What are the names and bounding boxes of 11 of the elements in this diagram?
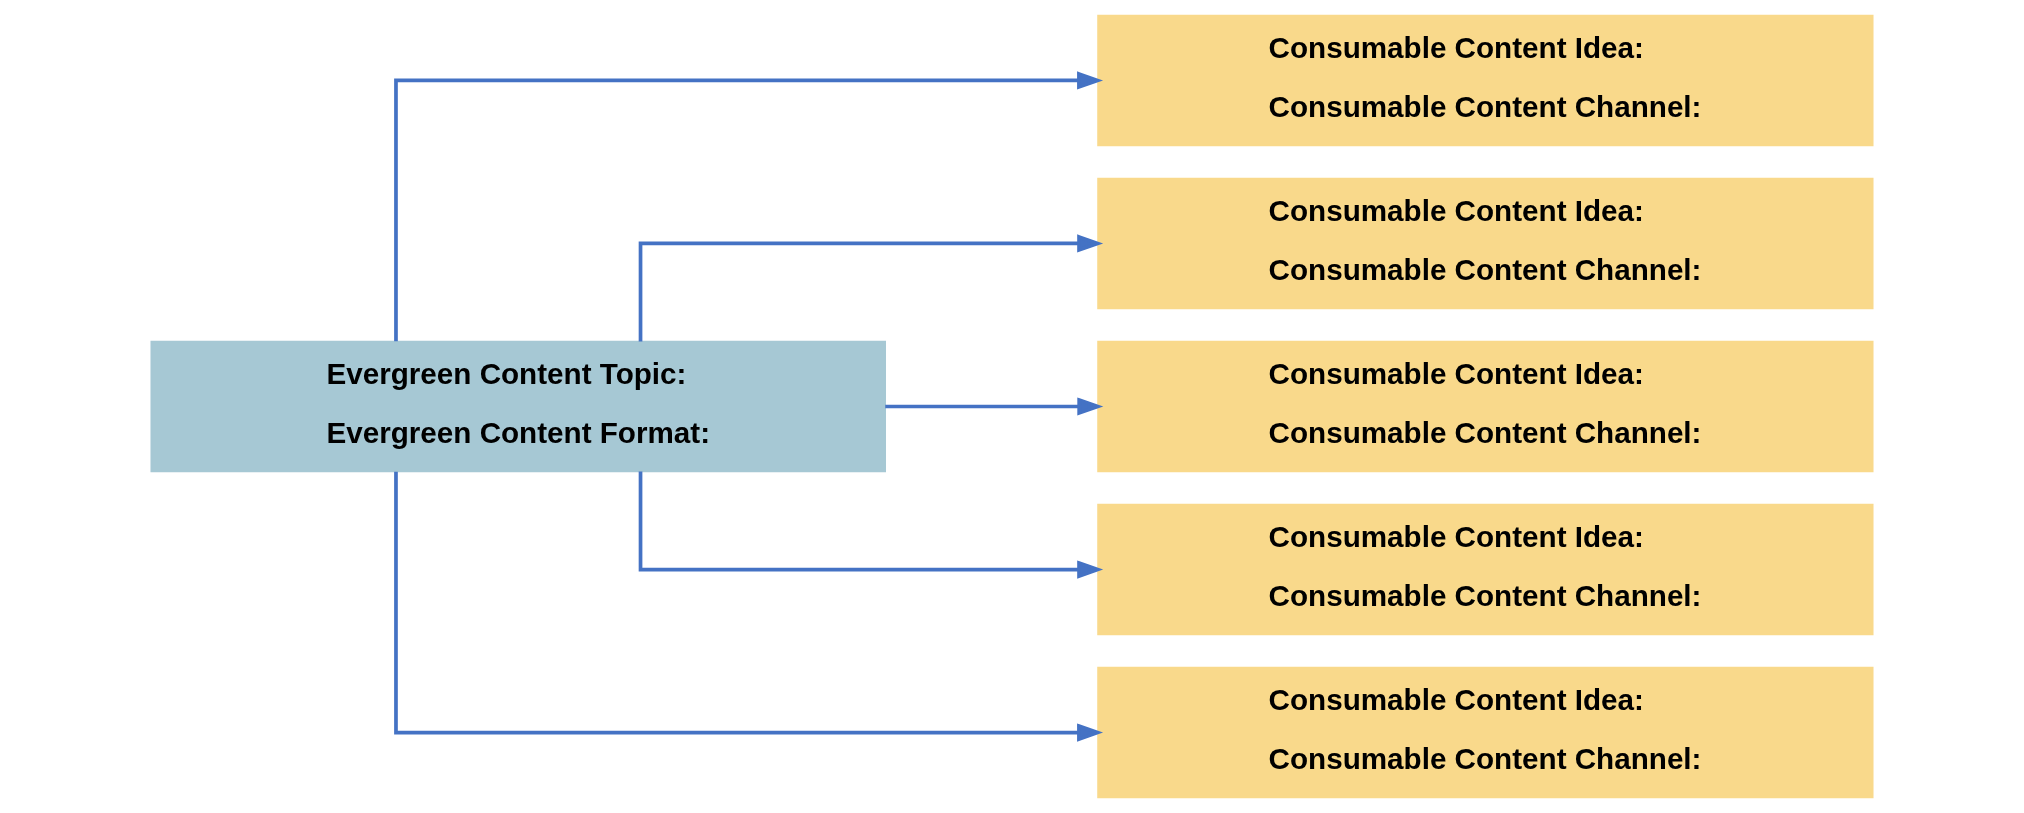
arrow: [885, 397, 1104, 416]
node-box: Consumable Content Idea: Consumable Content Channel:: [1097, 14, 1874, 147]
arrow: [394, 471, 1104, 742]
arrow: [394, 71, 1104, 342]
arrow: [638, 234, 1104, 342]
node-box: Consumable Content Idea: Consumable Content Channel:: [1097, 503, 1874, 636]
node-box: Evergreen Content Topic: Evergreen Content Format:: [150, 340, 886, 473]
node-box: Consumable Content Idea: Consumable Content Channel:: [1097, 666, 1874, 799]
node-box: Consumable Content Idea: Consumable Content Channel:: [1097, 177, 1874, 310]
node-box: Consumable Content Idea: Consumable Content Channel:: [1097, 340, 1874, 473]
arrow: [638, 471, 1104, 579]
